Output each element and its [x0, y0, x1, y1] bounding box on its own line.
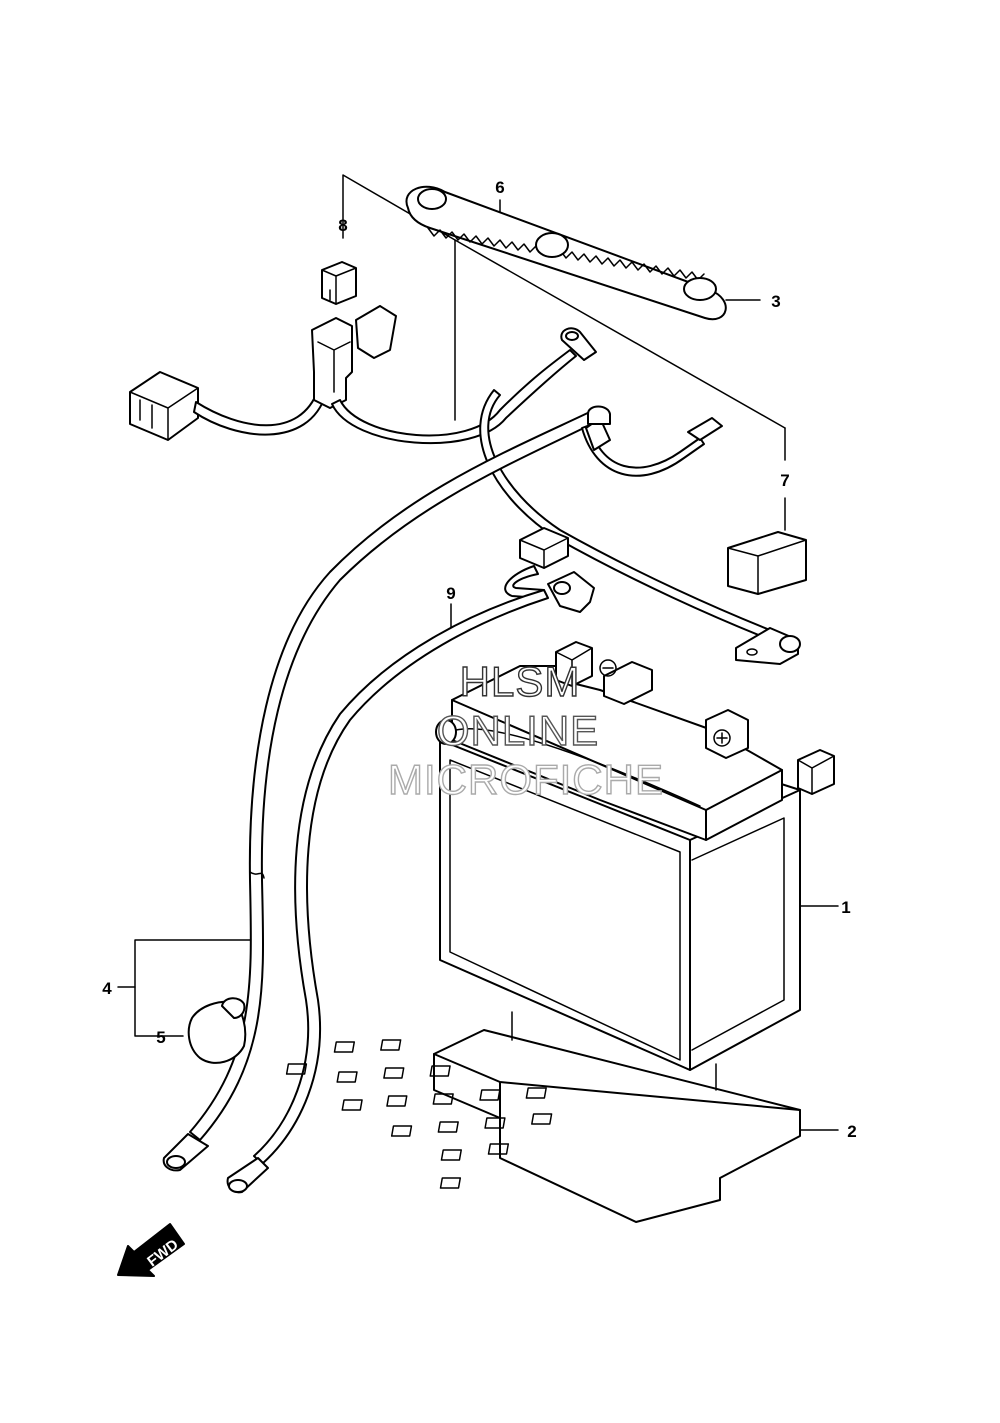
battery-part	[435, 641, 835, 1071]
callout-5: 5	[156, 1028, 165, 1047]
fwd-arrow-icon: FWD	[117, 1223, 185, 1277]
callout-7: 7	[780, 471, 789, 490]
watermark-line-3: MICROFICHE	[388, 756, 664, 803]
callout-numbers: 1 2 3 4 5 6 7 8 9	[102, 178, 856, 1141]
terminal-cover-part	[727, 531, 807, 595]
callout-1: 1	[841, 898, 850, 917]
watermark-line-2: ONLINE	[437, 707, 599, 754]
negative-lead-part	[226, 527, 595, 1194]
battery-strap-part	[405, 185, 727, 321]
leader-lines	[117, 174, 839, 1131]
fuse-part	[321, 261, 357, 305]
callout-3: 3	[771, 292, 780, 311]
callout-4: 4	[102, 979, 112, 998]
callout-8: 8	[338, 216, 347, 235]
callout-9: 9	[446, 584, 455, 603]
battery-tray-part	[285, 1011, 801, 1223]
wiring-harness-part	[129, 305, 801, 1172]
tray-slots	[285, 1039, 553, 1189]
watermark-line-1: HLSM	[460, 658, 581, 705]
grommet-part	[187, 997, 247, 1064]
watermark: HLSM ONLINE MICROFICHE	[387, 657, 664, 803]
callout-6: 6	[495, 178, 504, 197]
callout-2: 2	[847, 1122, 856, 1141]
